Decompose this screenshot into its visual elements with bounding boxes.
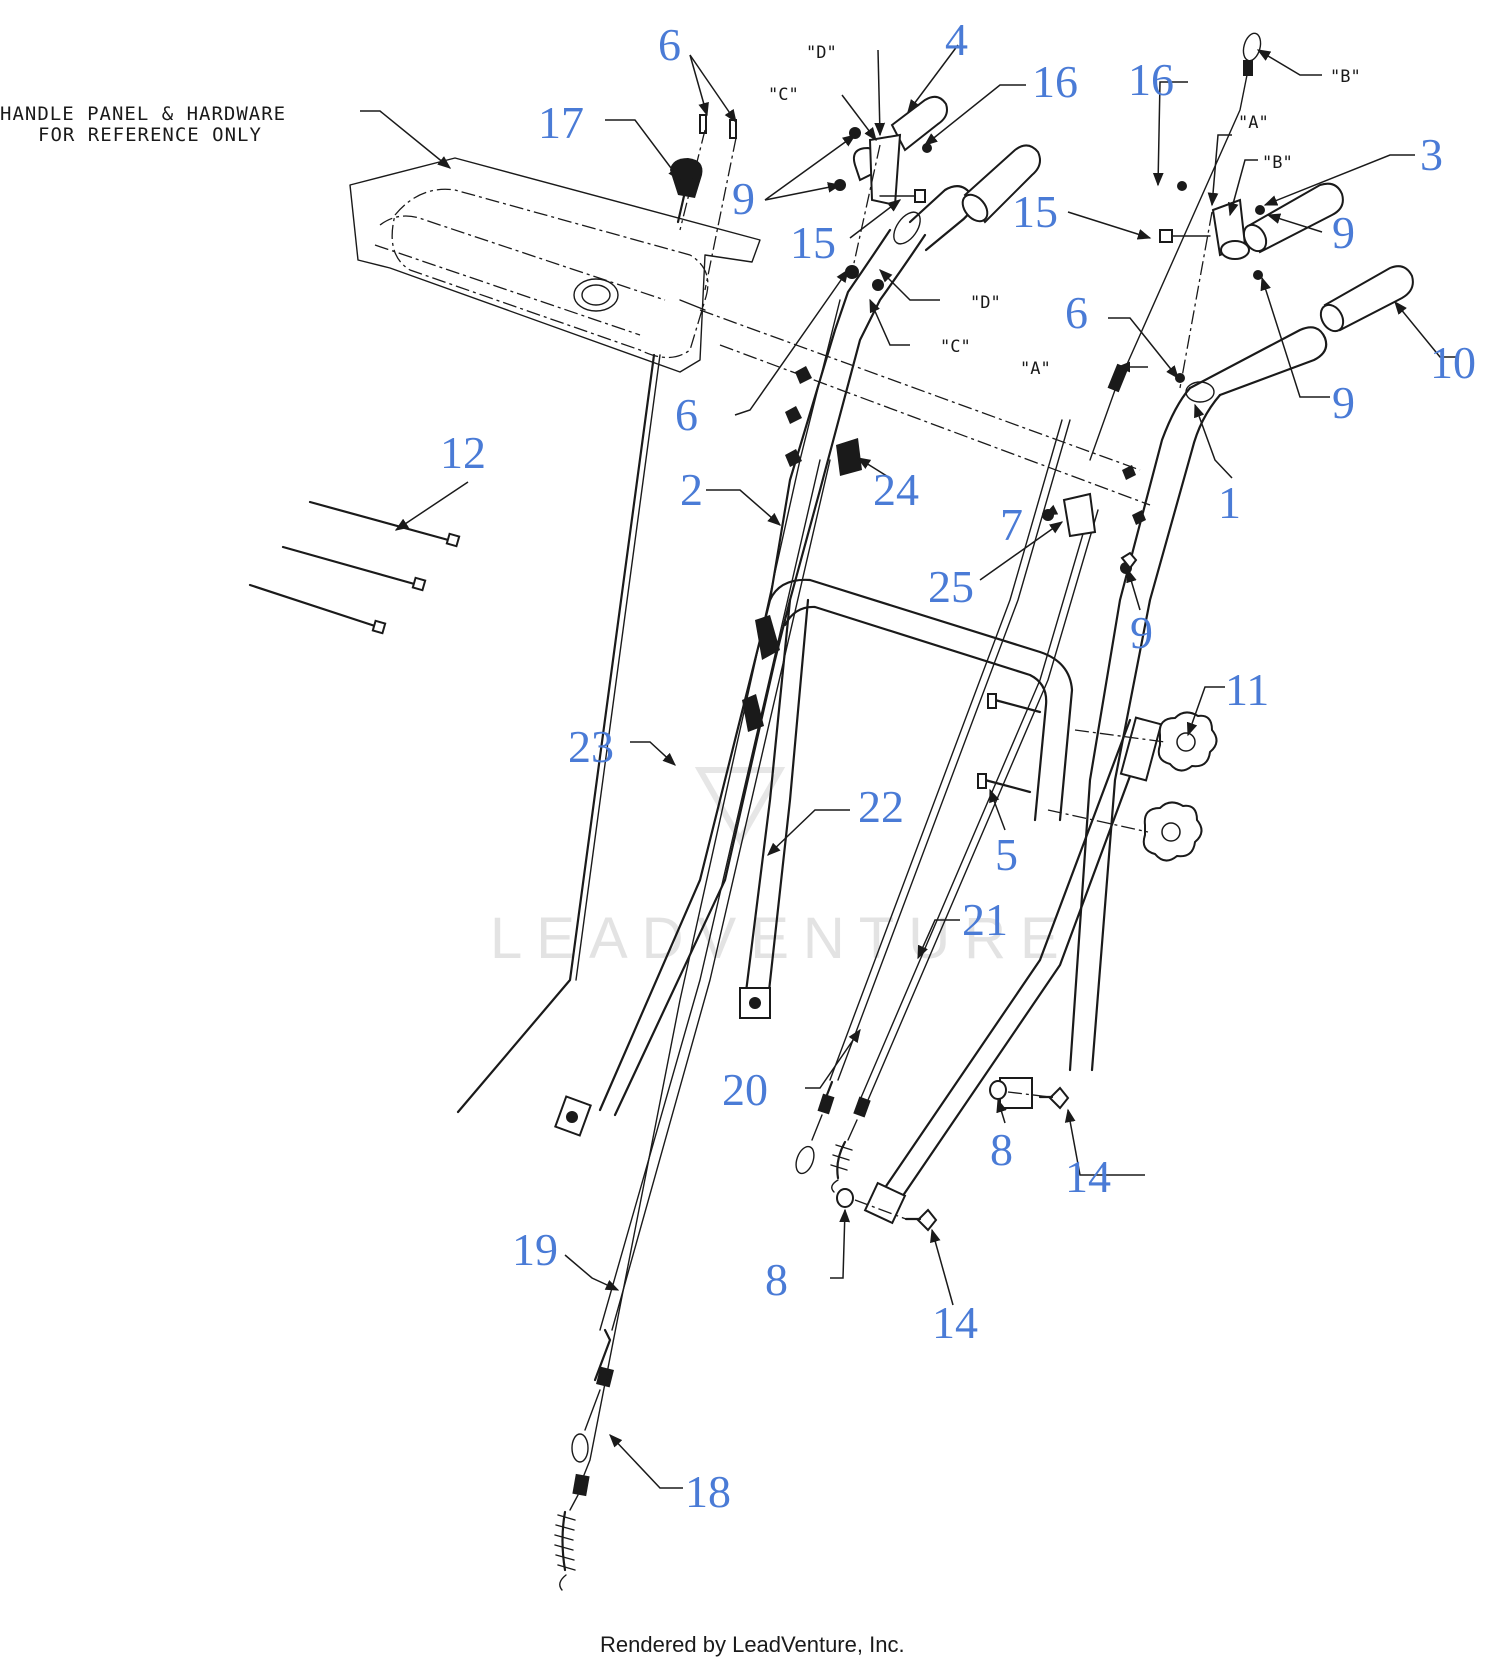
callout-leaders (394, 44, 1458, 1489)
callout-20: 20 (722, 1064, 768, 1115)
callout-21: 21 (962, 894, 1008, 945)
callout-14-left: 14 (932, 1297, 978, 1348)
callout-15-right: 15 (1012, 186, 1058, 237)
callout-8-left: 8 (765, 1254, 788, 1305)
cable-20 (795, 419, 1071, 1175)
callout-4: 4 (945, 14, 968, 65)
ref-a-mid: "A" (1020, 359, 1051, 379)
callout-11: 11 (1225, 664, 1269, 715)
callout-6-right: 6 (1065, 287, 1088, 338)
callout-22: 22 (858, 781, 904, 832)
note-line-1: HANDLE PANEL & HARDWARE (0, 103, 286, 125)
ref-c-top: "C" (768, 85, 799, 105)
callout-9-upper-right: 9 (1332, 207, 1355, 258)
callout-19: 19 (512, 1224, 558, 1275)
handle-bracket-left (739, 598, 810, 1019)
callout-6-left: 6 (675, 389, 698, 440)
ref-b-mid: "B" (1262, 153, 1293, 173)
misc-hardware (699, 114, 1185, 574)
shift-rod (456, 353, 661, 1114)
cable-ties (248, 500, 461, 635)
callout-6-top: 6 (658, 19, 681, 70)
carriage-bolts (977, 693, 1042, 794)
callout-3: 3 (1420, 129, 1443, 180)
cable-18 (554, 299, 841, 1591)
callout-25: 25 (928, 561, 974, 612)
grip-4 (890, 95, 948, 152)
crossbar (768, 578, 1074, 822)
shift-knob (670, 158, 703, 224)
cable-21 (830, 509, 1099, 1193)
callout-18: 18 (685, 1466, 731, 1517)
ref-d-top: "D" (806, 43, 837, 63)
alignment-lines (679, 129, 1213, 1220)
note-line-2: FOR REFERENCE ONLY (38, 124, 262, 146)
ref-a-top: "A" (1238, 113, 1269, 133)
callout-16-right: 16 (1128, 54, 1174, 105)
handle-panel (349, 157, 761, 373)
callout-17: 17 (538, 97, 584, 148)
grip-upper-left (961, 144, 1041, 224)
knob-upper (1157, 711, 1218, 772)
callout-16-left: 16 (1032, 56, 1078, 107)
callout-14-right: 14 (1065, 1151, 1111, 1202)
ref-b-top: "B" (1330, 67, 1361, 87)
callout-5: 5 (995, 829, 1018, 880)
callout-9-lower-right: 9 (1332, 377, 1355, 428)
grip-10 (1319, 265, 1414, 333)
callout-12: 12 (440, 427, 486, 478)
callout-9-bottom: 9 (1130, 607, 1153, 658)
callout-23: 23 (568, 721, 614, 772)
upper-handle-right (1068, 326, 1328, 1072)
lower-handle-right (863, 716, 1163, 1225)
hardware-lower (836, 1080, 1070, 1232)
callout-1: 1 (1218, 477, 1241, 528)
callout-7: 7 (1000, 499, 1023, 550)
grip-upper-right (1242, 182, 1344, 254)
callout-8-right: 8 (990, 1124, 1013, 1175)
ref-d-mid: "D" (970, 293, 1001, 313)
callout-2: 2 (680, 464, 703, 515)
lower-handle-left (554, 615, 780, 1137)
callout-24: 24 (873, 464, 919, 515)
callout-15-left: 15 (790, 217, 836, 268)
ref-c-mid: "C" (940, 337, 971, 357)
credit-text: Rendered by LeadVenture, Inc. (600, 1632, 905, 1657)
callout-9-left: 9 (732, 173, 755, 224)
note-leader (360, 110, 452, 169)
cable-19 (571, 459, 831, 1463)
knob-lower (1142, 801, 1203, 862)
callout-10: 10 (1430, 337, 1476, 388)
